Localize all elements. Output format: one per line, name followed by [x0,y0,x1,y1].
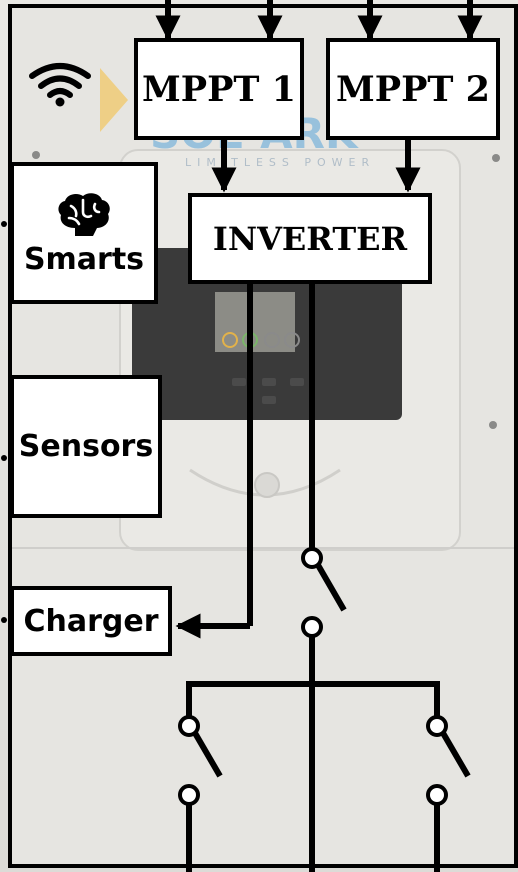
mppt1-label: MPPT 1 [142,68,296,110]
smarts-block: Smarts [10,162,158,304]
switch-contact [301,616,323,638]
smarts-label: Smarts [23,241,145,277]
sensors-block: Sensors [10,375,162,518]
edge-connector [1,617,7,623]
screw [492,154,500,162]
switch-contact [426,784,448,806]
screw [32,151,40,159]
sensors-label: Sensors [18,429,154,464]
display-indicator [264,332,280,348]
switch-contact [178,715,200,737]
switch-contact [178,784,200,806]
display-key [290,378,304,386]
screw [489,421,497,429]
switch-contact [426,715,448,737]
display-key [262,378,276,386]
right-switch-lever [440,731,471,778]
edge-connector [1,221,7,227]
left-switch-lever [192,731,223,778]
brain-icon [58,192,110,236]
logo-sun [100,68,128,132]
display-key [232,378,246,386]
switch-contact [301,547,323,569]
charger-label: Charger [23,603,159,639]
main-switch-lever [315,563,347,612]
mppt2-label: MPPT 2 [336,68,490,110]
inverter-block: INVERTER [188,193,432,284]
mppt1-block: MPPT 1 [134,38,304,140]
display-lcd [215,292,295,352]
display-key [262,396,276,404]
logo-tagline: LIMITLESS POWER [185,156,375,169]
panel-button [254,472,280,498]
edge-connector [1,455,7,461]
mppt2-block: MPPT 2 [326,38,500,140]
inverter-label: INVERTER [212,219,408,258]
charger-block: Charger [10,586,172,656]
display-indicator [284,332,300,348]
display-indicator [222,332,238,348]
wifi-icon [29,63,91,107]
